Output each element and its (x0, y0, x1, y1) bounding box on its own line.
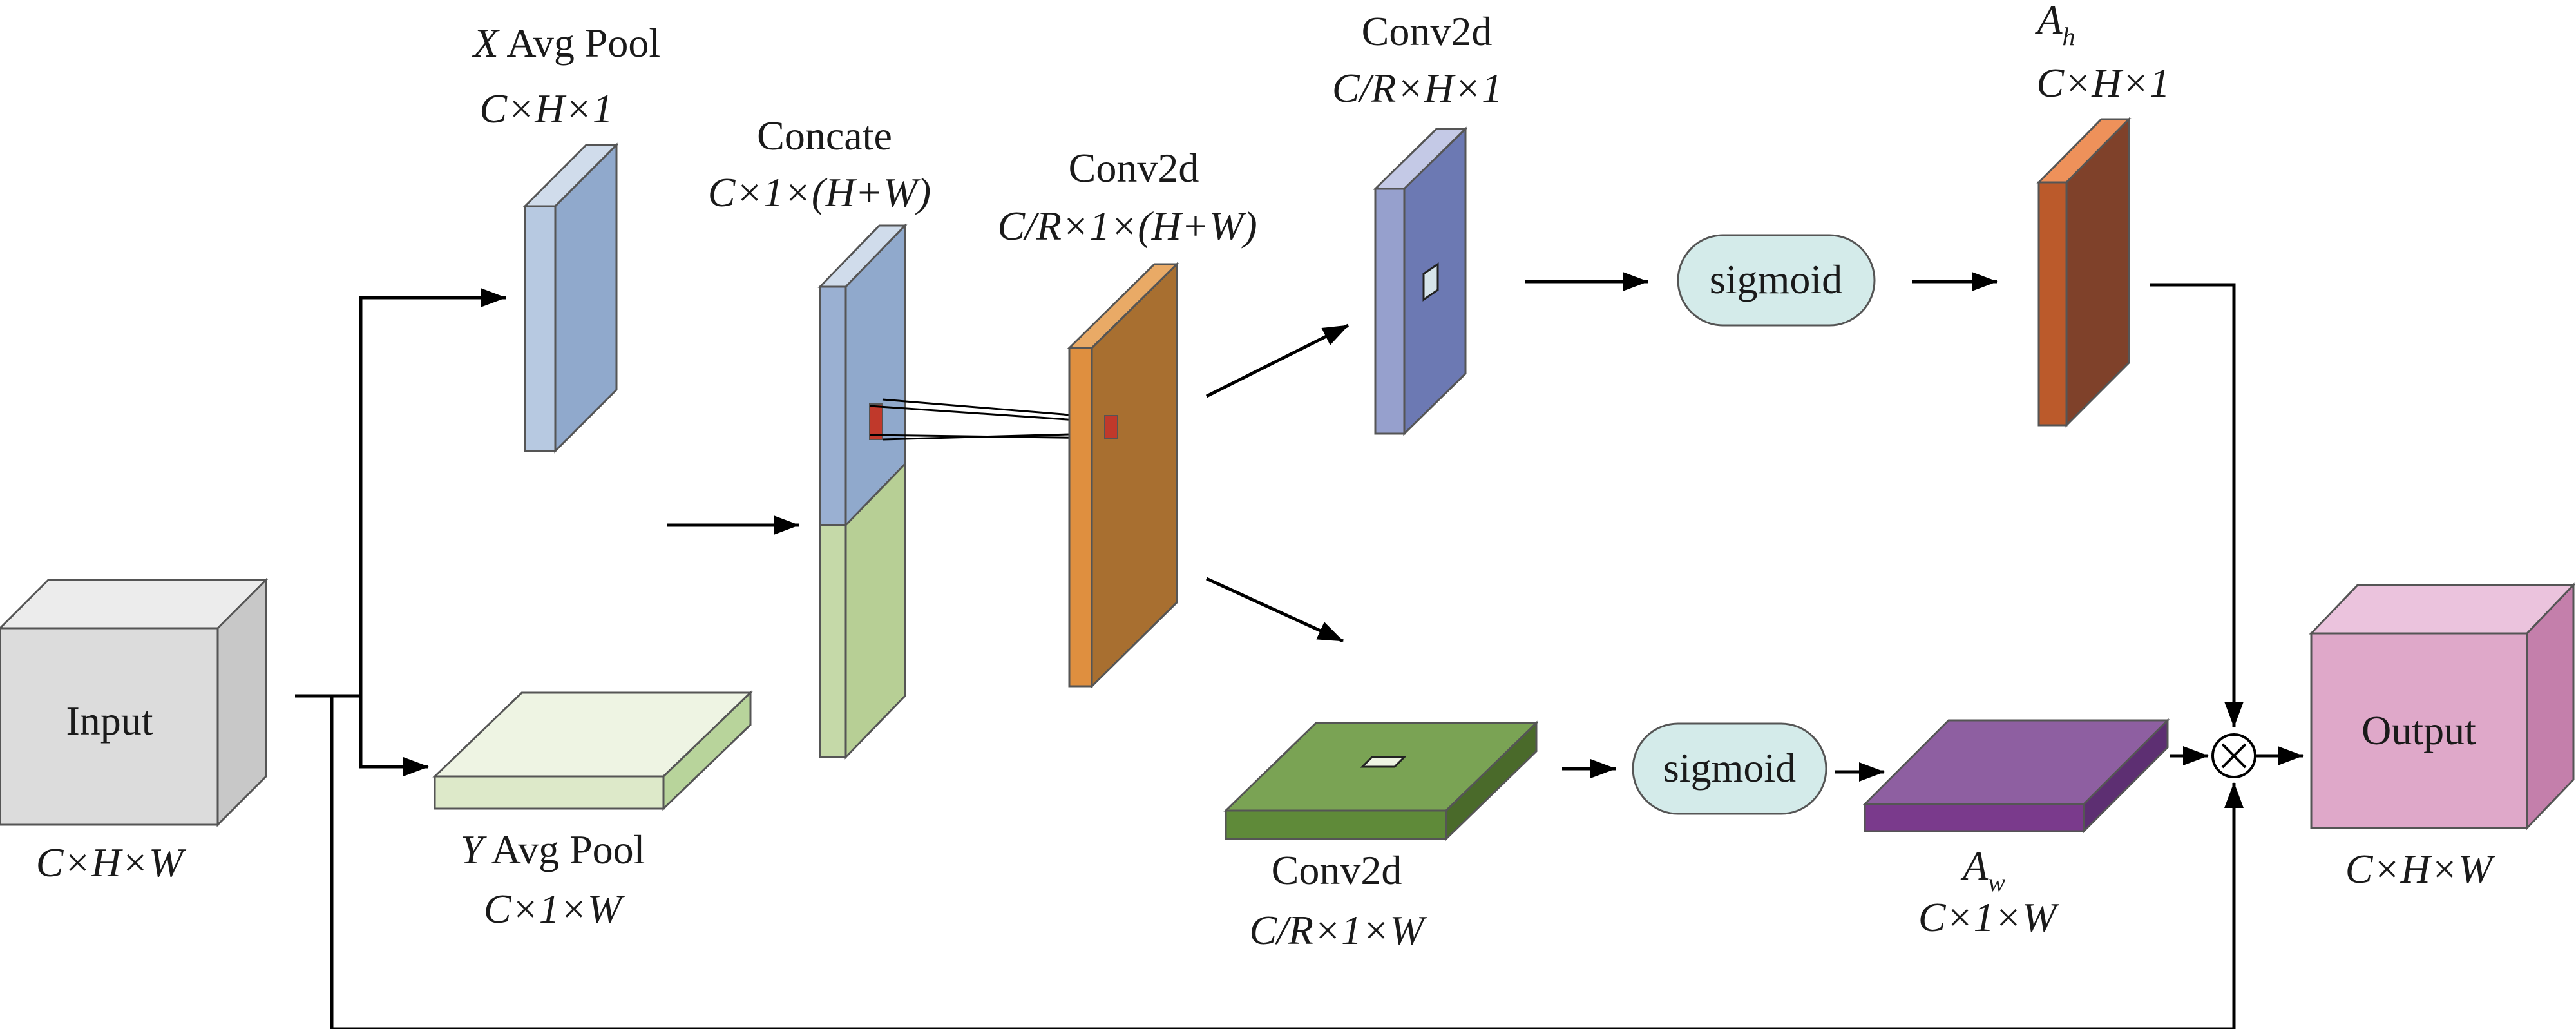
concat-shape: C×1×(H+W) (708, 169, 931, 215)
attn-h-title: Ah (2034, 0, 2075, 51)
conv-mid-shape: C/R×1×(H+W) (997, 203, 1257, 249)
sigmoid-h-node: sigmoid (1677, 234, 1876, 327)
x-pool-shape: C×H×1 (479, 86, 613, 131)
output-label: Output (2361, 707, 2476, 753)
conv-w-shape: C/R×1×W (1249, 907, 1427, 953)
x-pool-title: X Avg Pool (472, 20, 660, 66)
conv-mid-block (1067, 262, 1179, 689)
to-conv-w-arrow (1205, 577, 1344, 643)
input-shape: C×H×W (36, 840, 187, 885)
sigmoid-w-label: sigmoid (1663, 745, 1796, 791)
conv-w-block (1223, 720, 1539, 841)
conv-h-shape: C/R×H×1 (1332, 65, 1502, 111)
conv-w-title: Conv2d (1272, 847, 1402, 893)
concat-block (817, 223, 908, 760)
attn-h-block (2036, 117, 2132, 428)
conv-mid-title: Conv2d (1069, 145, 1199, 191)
attn-h-shape: C×H×1 (2036, 60, 2170, 106)
input-cube: Input (0, 577, 269, 827)
to-conv-h-arrow (1205, 323, 1350, 398)
concat-title: Concate (757, 113, 892, 159)
y-pool-title: Y Avg Pool (461, 827, 645, 872)
multiply-node (2211, 733, 2256, 778)
y-pool-shape: C×1×W (484, 886, 625, 932)
sigmoid-h-label: sigmoid (1710, 256, 1842, 302)
x-avg-pool-block (522, 142, 619, 454)
conv-h-title: Conv2d (1362, 8, 1493, 54)
output-cube: Output (2309, 582, 2576, 831)
input-routing-lines (295, 288, 2244, 1029)
y-avg-pool-block (432, 690, 753, 811)
conv-h-block (1373, 126, 1468, 436)
attn-w-shape: C×1×W (1918, 894, 2060, 940)
attn-w-title: Aw (1960, 843, 2005, 897)
output-shape: C×H×W (2345, 846, 2496, 892)
sigmoid-w-node: sigmoid (1632, 722, 1827, 815)
attn-h-to-multiply-line (2150, 283, 2244, 727)
attn-w-block (1862, 718, 2170, 834)
input-label: Input (66, 698, 153, 744)
